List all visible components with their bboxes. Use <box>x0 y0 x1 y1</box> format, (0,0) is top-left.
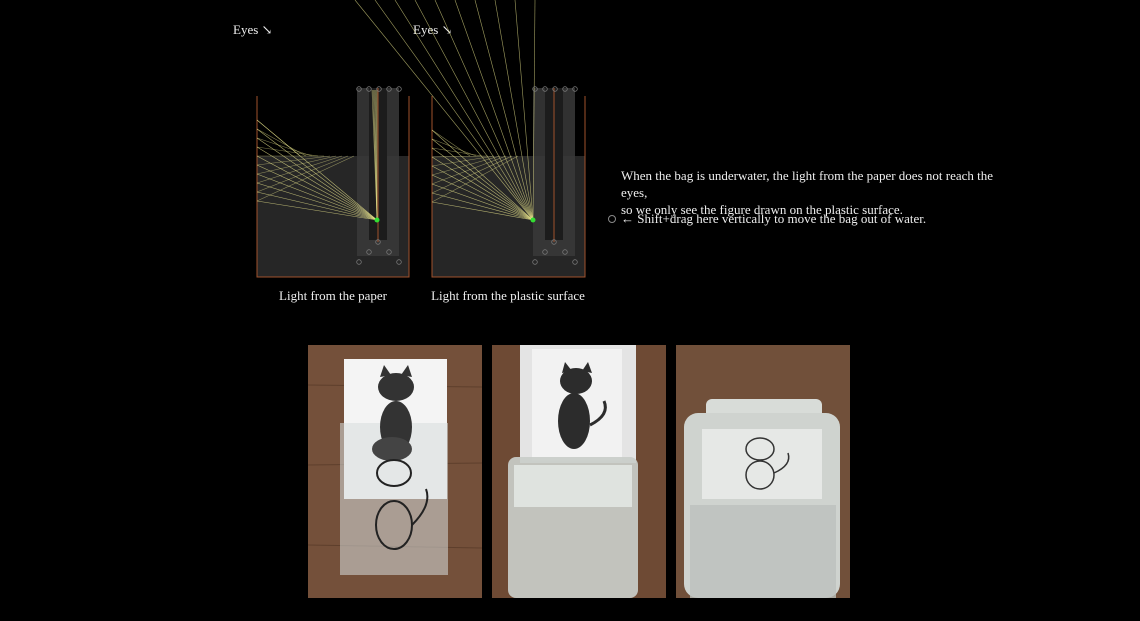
ray-left <box>256 200 378 221</box>
ray-right <box>431 201 534 221</box>
ray-right-reflect <box>431 138 477 157</box>
rays-right <box>354 0 536 221</box>
control-handle[interactable] <box>572 259 578 265</box>
control-handle[interactable] <box>562 249 568 255</box>
tank-left-outline <box>256 96 410 278</box>
handles <box>356 86 578 265</box>
control-handle[interactable] <box>572 86 578 92</box>
ray-right-escape <box>474 0 534 221</box>
ray-left-reflect <box>256 155 343 184</box>
ray-right-escape <box>434 0 534 221</box>
eyes-label-right: Eyes ↘ <box>413 22 453 37</box>
control-handle[interactable] <box>366 86 372 92</box>
ray-right-reflect <box>431 147 483 157</box>
ray-right <box>431 183 534 221</box>
ray-left <box>256 128 378 221</box>
ray-right-reflect <box>431 155 513 194</box>
ray-left-reflect <box>256 155 331 166</box>
control-handle[interactable] <box>552 86 558 92</box>
explanation-line-1: When the bag is underwater, the light fr… <box>621 168 994 200</box>
ray-right <box>431 156 534 221</box>
control-handle[interactable] <box>542 249 548 255</box>
tank-left <box>256 88 410 278</box>
ray-left <box>256 173 378 221</box>
control-handle[interactable] <box>542 86 548 92</box>
ray-right-reflect <box>431 155 495 167</box>
control-handle[interactable] <box>356 259 362 265</box>
ray-right-escape <box>454 0 534 221</box>
drag-hint: ← Shift+drag here vertically to move the… <box>608 211 926 227</box>
control-handle[interactable] <box>376 86 382 92</box>
rays-left <box>256 89 378 221</box>
control-handle[interactable] <box>356 86 362 92</box>
ray-right <box>431 165 534 221</box>
tank-right <box>354 0 586 278</box>
ray-left-reflect <box>256 155 337 175</box>
ray-left <box>256 146 378 221</box>
control-handle[interactable] <box>386 86 392 92</box>
ray-left-reflect <box>256 155 355 202</box>
ray-left-reflect <box>256 146 319 157</box>
caption-left: Light from the paper <box>279 288 387 303</box>
photo-paper-cat-in-bag-above-water <box>492 345 666 598</box>
photo-2-image <box>492 345 666 598</box>
drag-handle[interactable] <box>608 215 616 223</box>
eyes-label-left: Eyes ↘ <box>233 22 273 37</box>
drag-hint-text: ← Shift+drag here vertically to move the… <box>621 211 927 226</box>
ray-left <box>256 182 378 221</box>
caption-right: Light from the plastic surface <box>431 288 585 303</box>
control-handle[interactable] <box>396 86 402 92</box>
control-handle[interactable] <box>551 239 557 245</box>
ray-left-reflect <box>256 128 307 157</box>
ray-right-reflect <box>431 155 501 176</box>
control-handle[interactable] <box>366 249 372 255</box>
control-handle[interactable] <box>375 239 381 245</box>
ray-left <box>256 164 378 221</box>
ray-right <box>431 147 534 221</box>
control-handle[interactable] <box>386 249 392 255</box>
ray-right <box>431 192 534 221</box>
ray-left <box>256 137 378 221</box>
ray-right-reflect <box>431 155 519 203</box>
ray-right-escape <box>532 0 536 221</box>
light-source-left[interactable] <box>374 217 380 223</box>
ray-left <box>256 191 378 221</box>
control-handle[interactable] <box>396 259 402 265</box>
photo-bag-underwater-only-drawing <box>676 345 850 598</box>
ray-left <box>256 155 378 221</box>
ray-right-escape <box>494 0 534 221</box>
ray-right-escape <box>514 0 534 221</box>
tank-right-outline <box>431 96 586 278</box>
ray-left-reflect <box>256 155 349 193</box>
ray-right-reflect <box>431 155 507 185</box>
ray-right <box>431 174 534 221</box>
ray-right-escape <box>354 0 534 221</box>
ray-right-escape <box>394 0 534 221</box>
ray-right <box>431 138 534 221</box>
photo-paper-cat-behind-bag <box>308 345 482 598</box>
control-handle[interactable] <box>532 86 538 92</box>
control-handle[interactable] <box>562 86 568 92</box>
explanation-line-2: so we only see the figure drawn on the p… <box>621 202 903 217</box>
control-handle[interactable] <box>532 259 538 265</box>
ray-left-reflect <box>256 137 313 157</box>
ray-right-escape <box>414 0 534 221</box>
explanation: When the bag is underwater, the light fr… <box>621 167 1021 218</box>
ray-right-escape <box>374 0 534 221</box>
light-source-right[interactable] <box>530 217 536 223</box>
photo-1-image <box>308 345 482 598</box>
optics-simulation <box>256 0 586 278</box>
photo-3-image <box>676 345 850 598</box>
ray-right-reflect <box>431 155 489 158</box>
ray-right-reflect <box>431 129 471 157</box>
